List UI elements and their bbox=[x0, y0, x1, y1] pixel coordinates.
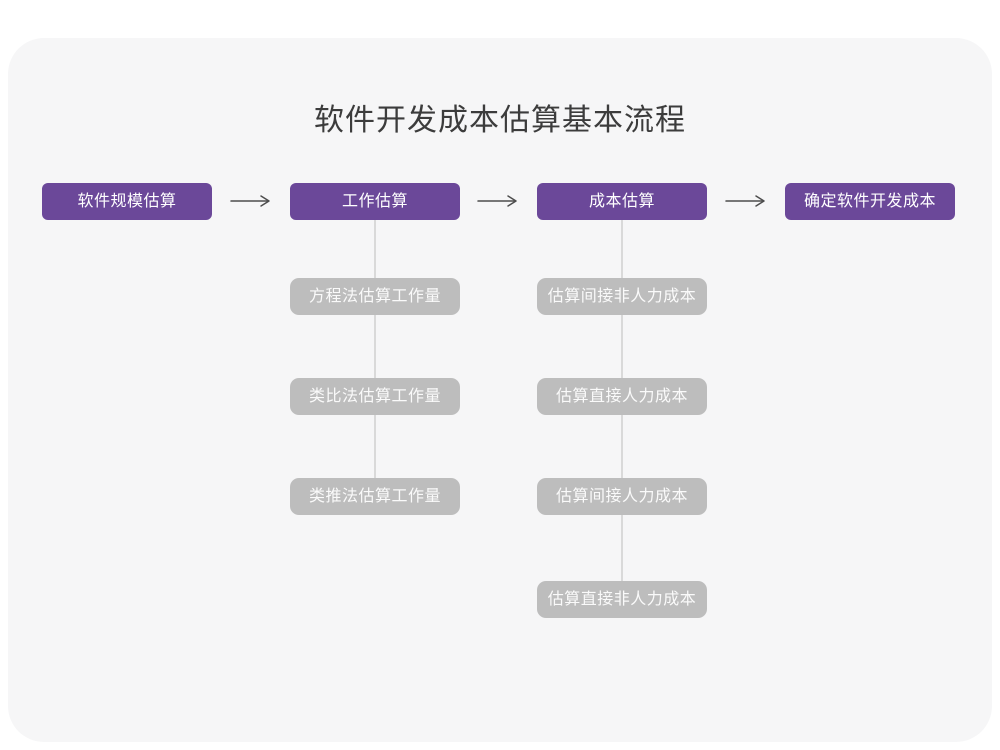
step-determine-development-cost: 确定软件开发成本 bbox=[785, 183, 955, 220]
step-software-size-estimation: 软件规模估算 bbox=[42, 183, 212, 220]
flowchart-card bbox=[8, 38, 992, 742]
flow-arrow-icon bbox=[725, 195, 765, 207]
method-extrapolation-workload: 类推法估算工作量 bbox=[290, 478, 460, 515]
cost-indirect-labor: 估算间接人力成本 bbox=[537, 478, 707, 515]
method-analogy-workload: 类比法估算工作量 bbox=[290, 378, 460, 415]
method-equation-workload: 方程法估算工作量 bbox=[290, 278, 460, 315]
cost-direct-labor: 估算直接人力成本 bbox=[537, 378, 707, 415]
diagram-title: 软件开发成本估算基本流程 bbox=[314, 104, 686, 137]
step-work-estimation: 工作估算 bbox=[290, 183, 460, 220]
cost-indirect-non-labor: 估算间接非人力成本 bbox=[537, 278, 707, 315]
cost-direct-non-labor: 估算直接非人力成本 bbox=[537, 581, 707, 618]
flow-arrow-icon bbox=[477, 195, 517, 207]
connector-line-work-estimation bbox=[374, 220, 376, 497]
step-cost-estimation: 成本估算 bbox=[537, 183, 707, 220]
flow-arrow-icon bbox=[230, 195, 270, 207]
